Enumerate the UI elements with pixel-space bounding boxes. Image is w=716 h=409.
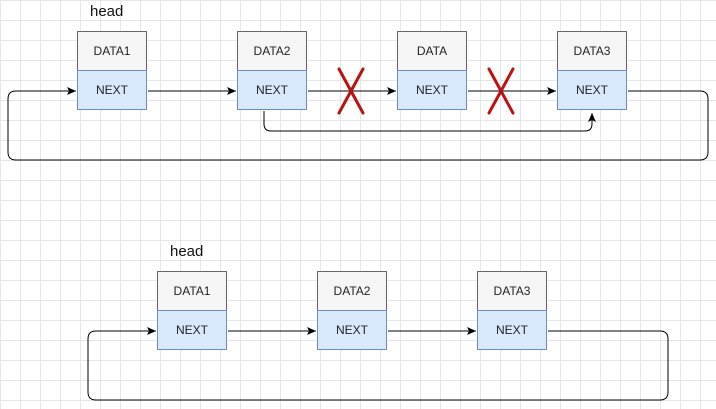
node-data2[interactable]: DATA2 NEXT [237, 31, 307, 111]
arrow-data2-bypass-to-data3 [263, 111, 596, 132]
node-data-removed[interactable]: DATA NEXT [397, 31, 467, 111]
arrow-data3-loop-to-data1 [7, 87, 709, 161]
data-field: DATA1 [157, 271, 227, 311]
data-field: DATA2 [237, 31, 307, 71]
head-label-2: head [170, 243, 204, 260]
node-data3[interactable]: DATA3 NEXT [557, 31, 627, 111]
node2-data3[interactable]: DATA3 NEXT [477, 271, 547, 351]
node2-data1[interactable]: DATA1 NEXT [157, 271, 227, 351]
data-field: DATA1 [77, 31, 147, 71]
data-field: DATA2 [317, 271, 387, 311]
head-label: head [90, 3, 124, 20]
next-field: NEXT [397, 70, 467, 110]
next-field: NEXT [317, 310, 387, 350]
data-field: DATA3 [557, 31, 627, 71]
next-field: NEXT [477, 310, 547, 350]
next-field: NEXT [557, 70, 627, 110]
arrow2-data3-loop-to-data1 [87, 327, 669, 401]
next-field: NEXT [237, 70, 307, 110]
data-field: DATA3 [477, 271, 547, 311]
cross-mark-removed-link-2 [487, 67, 515, 115]
data-field: DATA [397, 31, 467, 71]
next-field: NEXT [77, 70, 147, 110]
node-data1[interactable]: DATA1 NEXT [77, 31, 147, 111]
next-field: NEXT [157, 310, 227, 350]
node2-data2[interactable]: DATA2 NEXT [317, 271, 387, 351]
cross-mark-removed-link-1 [337, 67, 365, 115]
